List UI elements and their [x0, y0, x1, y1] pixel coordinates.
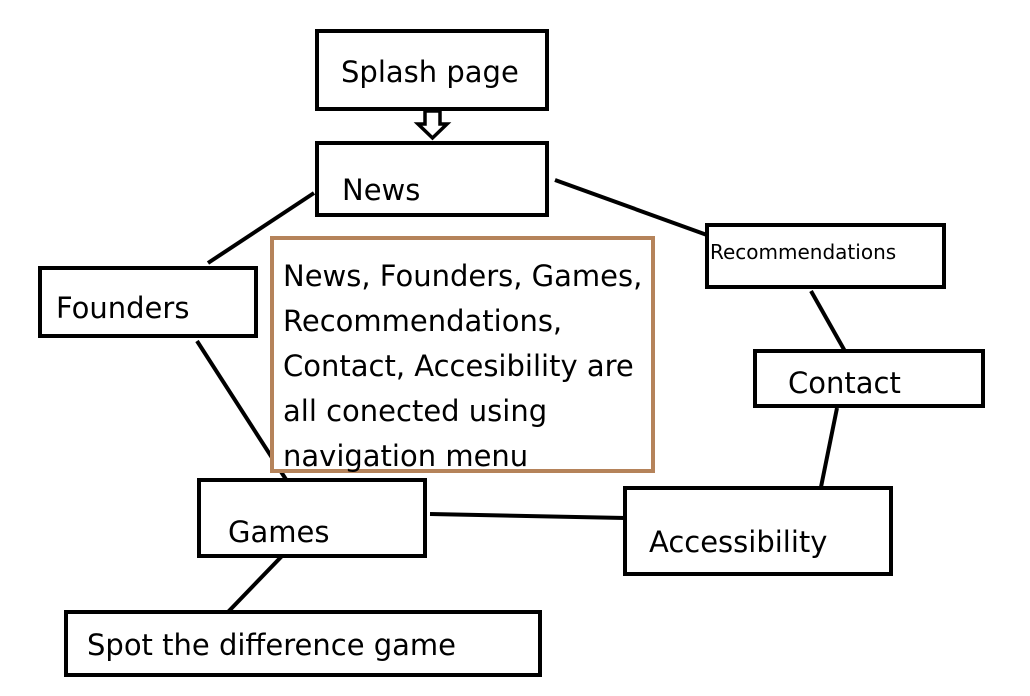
- edge-news-founders: [206, 191, 316, 265]
- node-label: Recommendations: [710, 240, 897, 264]
- node-label: News: [342, 173, 421, 207]
- node-label: Founders: [56, 291, 190, 325]
- node-founders: Founders: [38, 266, 258, 338]
- node-label: Games: [228, 515, 330, 549]
- arrow-down-icon: [413, 109, 452, 141]
- edge-contact-accessibility: [819, 407, 839, 488]
- edge-games-spot: [226, 554, 284, 614]
- edge-recommendations-contact: [809, 290, 848, 354]
- node-label: Spot the difference game: [87, 628, 457, 662]
- node-contact: Contact: [753, 349, 985, 408]
- node-label: Accessibility: [649, 525, 828, 559]
- node-label: Contact: [788, 366, 901, 400]
- node-accessibility: Accessibility: [623, 486, 893, 576]
- node-news: News: [315, 141, 549, 217]
- note-box: News, Founders, Games, Recommendations, …: [270, 236, 655, 473]
- node-recommendations: Recommendations: [705, 223, 946, 289]
- node-label: Splash page: [341, 55, 519, 89]
- edge-games-accessibility: [429, 512, 626, 520]
- node-spot-the-difference: Spot the difference game: [64, 610, 542, 677]
- node-games: Games: [197, 478, 427, 558]
- edge-news-recommendations: [554, 178, 708, 237]
- note-text: News, Founders, Games, Recommendations, …: [283, 259, 643, 473]
- node-splash-page: Splash page: [315, 29, 549, 111]
